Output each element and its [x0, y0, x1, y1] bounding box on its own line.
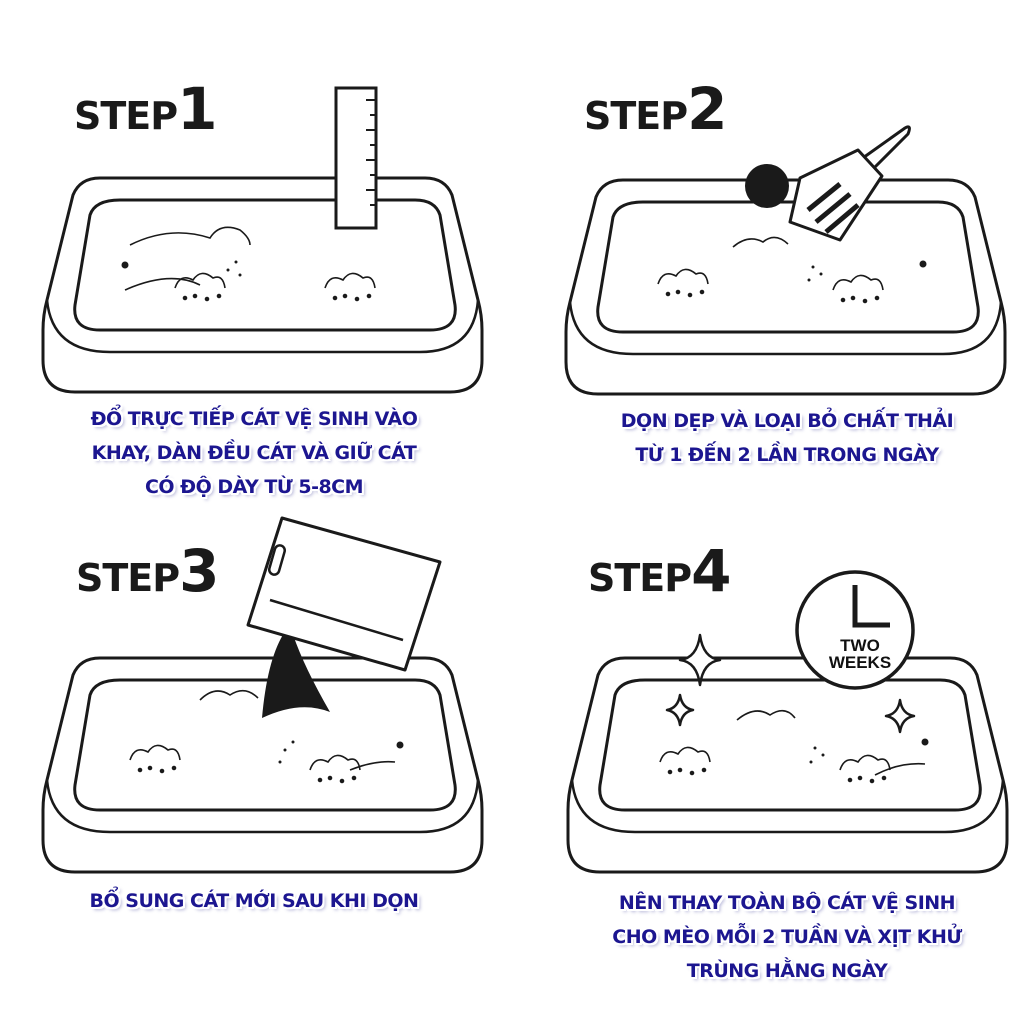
step-2-caption: DỌN DẸP VÀ LOẠI BỎ CHẤT THẢI TỪ 1 ĐẾN 2 …: [537, 404, 1024, 472]
litter-tray-step1: [41, 176, 484, 394]
step-1-title: STEP1: [74, 80, 217, 138]
step-3-caption: BỔ SUNG CÁT MỚI SAU KHI DỌN: [4, 884, 504, 918]
step-word: STEP: [76, 556, 180, 600]
caption-line: NÊN THAY TOÀN BỘ CÁT VỆ SINH: [618, 892, 956, 914]
litter-tray-step4: [566, 656, 1009, 874]
step-3-title: STEP3: [76, 542, 219, 600]
step-number: 1: [177, 75, 218, 143]
step-4-title: STEP4: [588, 542, 731, 600]
caption-line: BỔ SUNG CÁT MỚI SAU KHI DỌN: [89, 890, 419, 912]
caption-line: TRÙNG HẰNG NGÀY: [686, 960, 888, 982]
caption-line: KHAY, DÀN ĐỀU CÁT VÀ GIỮ CÁT: [91, 442, 417, 464]
step-number: 2: [687, 75, 728, 143]
step-number: 4: [691, 537, 732, 605]
caption-line: TỪ 1 ĐẾN 2 LẦN TRONG NGÀY: [635, 444, 939, 466]
caption-line: CHO MÈO MỖI 2 TUẦN VÀ XỊT KHỬ: [612, 926, 962, 948]
ruler-icon: [334, 86, 378, 230]
caption-line: DỌN DẸP VÀ LOẠI BỎ CHẤT THẢI: [620, 410, 954, 432]
waste-clump-icon: [745, 164, 789, 208]
clock-icon: [795, 570, 915, 690]
litter-bag-icon: [246, 516, 442, 718]
clock-label-line1: TWO: [840, 636, 880, 655]
clock-label: TWO WEEKS: [805, 637, 915, 671]
step-word: STEP: [588, 556, 692, 600]
scoop-icon: [788, 125, 911, 242]
step-1-caption: ĐỔ TRỰC TIẾP CÁT VỆ SINH VÀO KHAY, DÀN Đ…: [4, 402, 504, 504]
caption-line: CÓ ĐỘ DÀY TỪ 5-8CM: [144, 476, 364, 498]
step-4-caption: NÊN THAY TOÀN BỘ CÁT VỆ SINH CHO MÈO MỖI…: [537, 886, 1024, 988]
litter-tray-step2: [564, 178, 1007, 396]
caption-line: ĐỔ TRỰC TIẾP CÁT VỆ SINH VÀO: [90, 408, 418, 430]
litter-tray-step3: [41, 656, 484, 874]
step-number: 3: [179, 537, 220, 605]
clock-label-line2: WEEKS: [828, 653, 892, 672]
step-2-title: STEP2: [584, 80, 727, 138]
step-word: STEP: [74, 94, 178, 138]
sparkle-icon: [665, 633, 916, 734]
step-word: STEP: [584, 94, 688, 138]
